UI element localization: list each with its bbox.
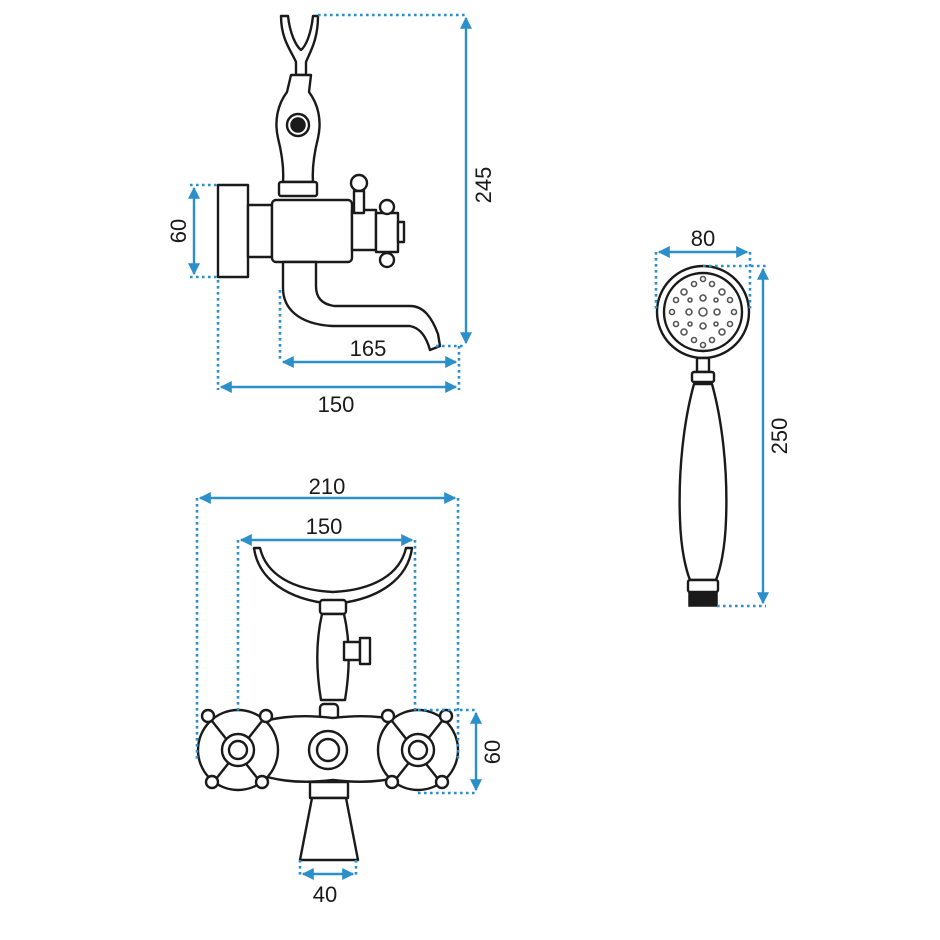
dim-label-head-diameter: 80 [691,226,715,251]
riser-collar [277,180,319,198]
riser-hole-inner [290,117,306,133]
handle-knob-top [349,173,369,193]
spray-holes [668,275,738,349]
dim-label-body-depth: 150 [318,392,355,417]
dim-label-holder-width: 150 [306,514,343,539]
shower-hose-thread [688,591,718,607]
shower-fork [279,14,320,77]
wall-connector [246,203,274,259]
shower-neck-collar [690,370,716,384]
bath-spout [281,260,442,352]
shower-neck [695,356,711,374]
front-view: 210 150 60 40 [195,474,505,907]
right-handle-hub-inner [407,739,429,761]
cross-handle-knob-top [378,198,396,216]
shower-handle [678,382,728,582]
spout-outlet [298,796,360,862]
dim-label-spout-reach: 165 [350,336,387,361]
center-knob-inner [315,737,341,763]
hose-outlet-nut [358,636,372,666]
dim-label-body-height: 60 [480,740,505,764]
cross-handle-side [374,211,400,254]
left-cross-tip-2 [258,708,274,724]
right-cross-tip-2 [438,708,454,724]
wall-flange [216,183,250,279]
dim-label-outlet-width: 40 [313,882,337,907]
spout-collar [308,780,350,800]
cross-handle-knob-bottom [378,251,396,269]
dim-label-shower-length: 250 [767,418,792,455]
left-cross-tip-1 [200,708,216,724]
mixer-body [270,198,354,264]
cradle-base [318,598,348,616]
shower-handle-base [686,578,720,594]
hose-outlet [342,640,362,662]
left-cross-tip-4 [254,774,270,790]
side-view: 245 60 165 150 [166,13,496,417]
dim-label-wall-depth: 60 [166,219,191,243]
left-handle-hub-inner [227,739,249,761]
left-cross-tip-3 [204,774,220,790]
right-cross-tip-1 [380,708,396,724]
dim-label-height: 245 [471,167,496,204]
front-riser [316,612,350,702]
right-cross-tip-4 [434,774,450,790]
handle-post [350,208,378,252]
shower-head-face [662,271,744,353]
handle-stem [352,189,366,215]
right-cross-tip-3 [384,774,400,790]
shower-cradle [252,546,414,606]
hand-shower: 80 250 [654,226,792,608]
dim-label-total-width: 210 [309,474,346,499]
cross-handle-cap [396,220,406,244]
